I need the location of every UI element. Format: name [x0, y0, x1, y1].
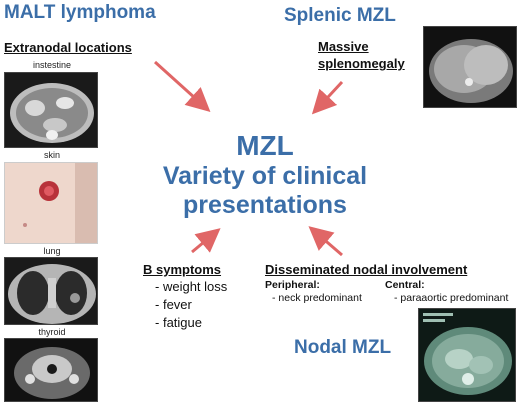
intestine-caption: instestine: [32, 60, 72, 70]
splenomegaly-line2: splenomegaly: [318, 56, 405, 71]
b-symptoms-heading: B symptoms: [143, 262, 222, 277]
splenomegaly-label: Massive splenomegaly: [318, 38, 405, 72]
thyroid-caption: thyroid: [38, 327, 66, 337]
lung-caption: lung: [43, 246, 61, 256]
center-title-line1: MZL: [236, 130, 294, 161]
peripheral-label: Peripheral:: [265, 279, 320, 291]
arrow-b-symptoms: [191, 228, 221, 254]
splenomegaly-line1: Massive: [318, 39, 369, 54]
nodal-mzl-title: Nodal MZL: [294, 337, 392, 358]
nodal-ct-image: [418, 308, 516, 402]
skin-caption: skin: [43, 150, 60, 160]
center-title-line3: presentations: [183, 190, 347, 219]
malt-lymphoma-title: MALT lymphoma: [4, 2, 156, 23]
b-symptoms-list: weight loss fever fatigue: [155, 278, 227, 332]
skin-lesion-photo: [4, 162, 98, 244]
nodal-involvement-heading: Disseminated nodal involvement: [265, 262, 468, 277]
splenic-mzl-title: Splenic MZL: [284, 5, 396, 26]
b-symptom-item: fever: [155, 296, 227, 314]
b-symptom-item: weight loss: [155, 278, 227, 296]
arrow-splenic: [311, 80, 344, 115]
lung-ct-image: [4, 257, 98, 325]
center-title-line2: Variety of clinical: [162, 162, 368, 191]
intestine-ct-image: [4, 72, 98, 148]
peripheral-item: - neck predominant: [272, 292, 362, 304]
arrow-nodal: [308, 226, 343, 257]
extranodal-heading: Extranodal locations: [4, 40, 132, 55]
b-symptom-item: fatigue: [155, 314, 227, 332]
arrow-malt: [153, 60, 211, 113]
thyroid-ct-image: [4, 338, 98, 402]
splenic-ct-image: [423, 26, 517, 108]
center-title: MZL Variety of clinical presentations: [130, 130, 400, 220]
central-label: Central:: [385, 279, 425, 291]
central-item: - paraaortic predominant: [394, 292, 509, 304]
